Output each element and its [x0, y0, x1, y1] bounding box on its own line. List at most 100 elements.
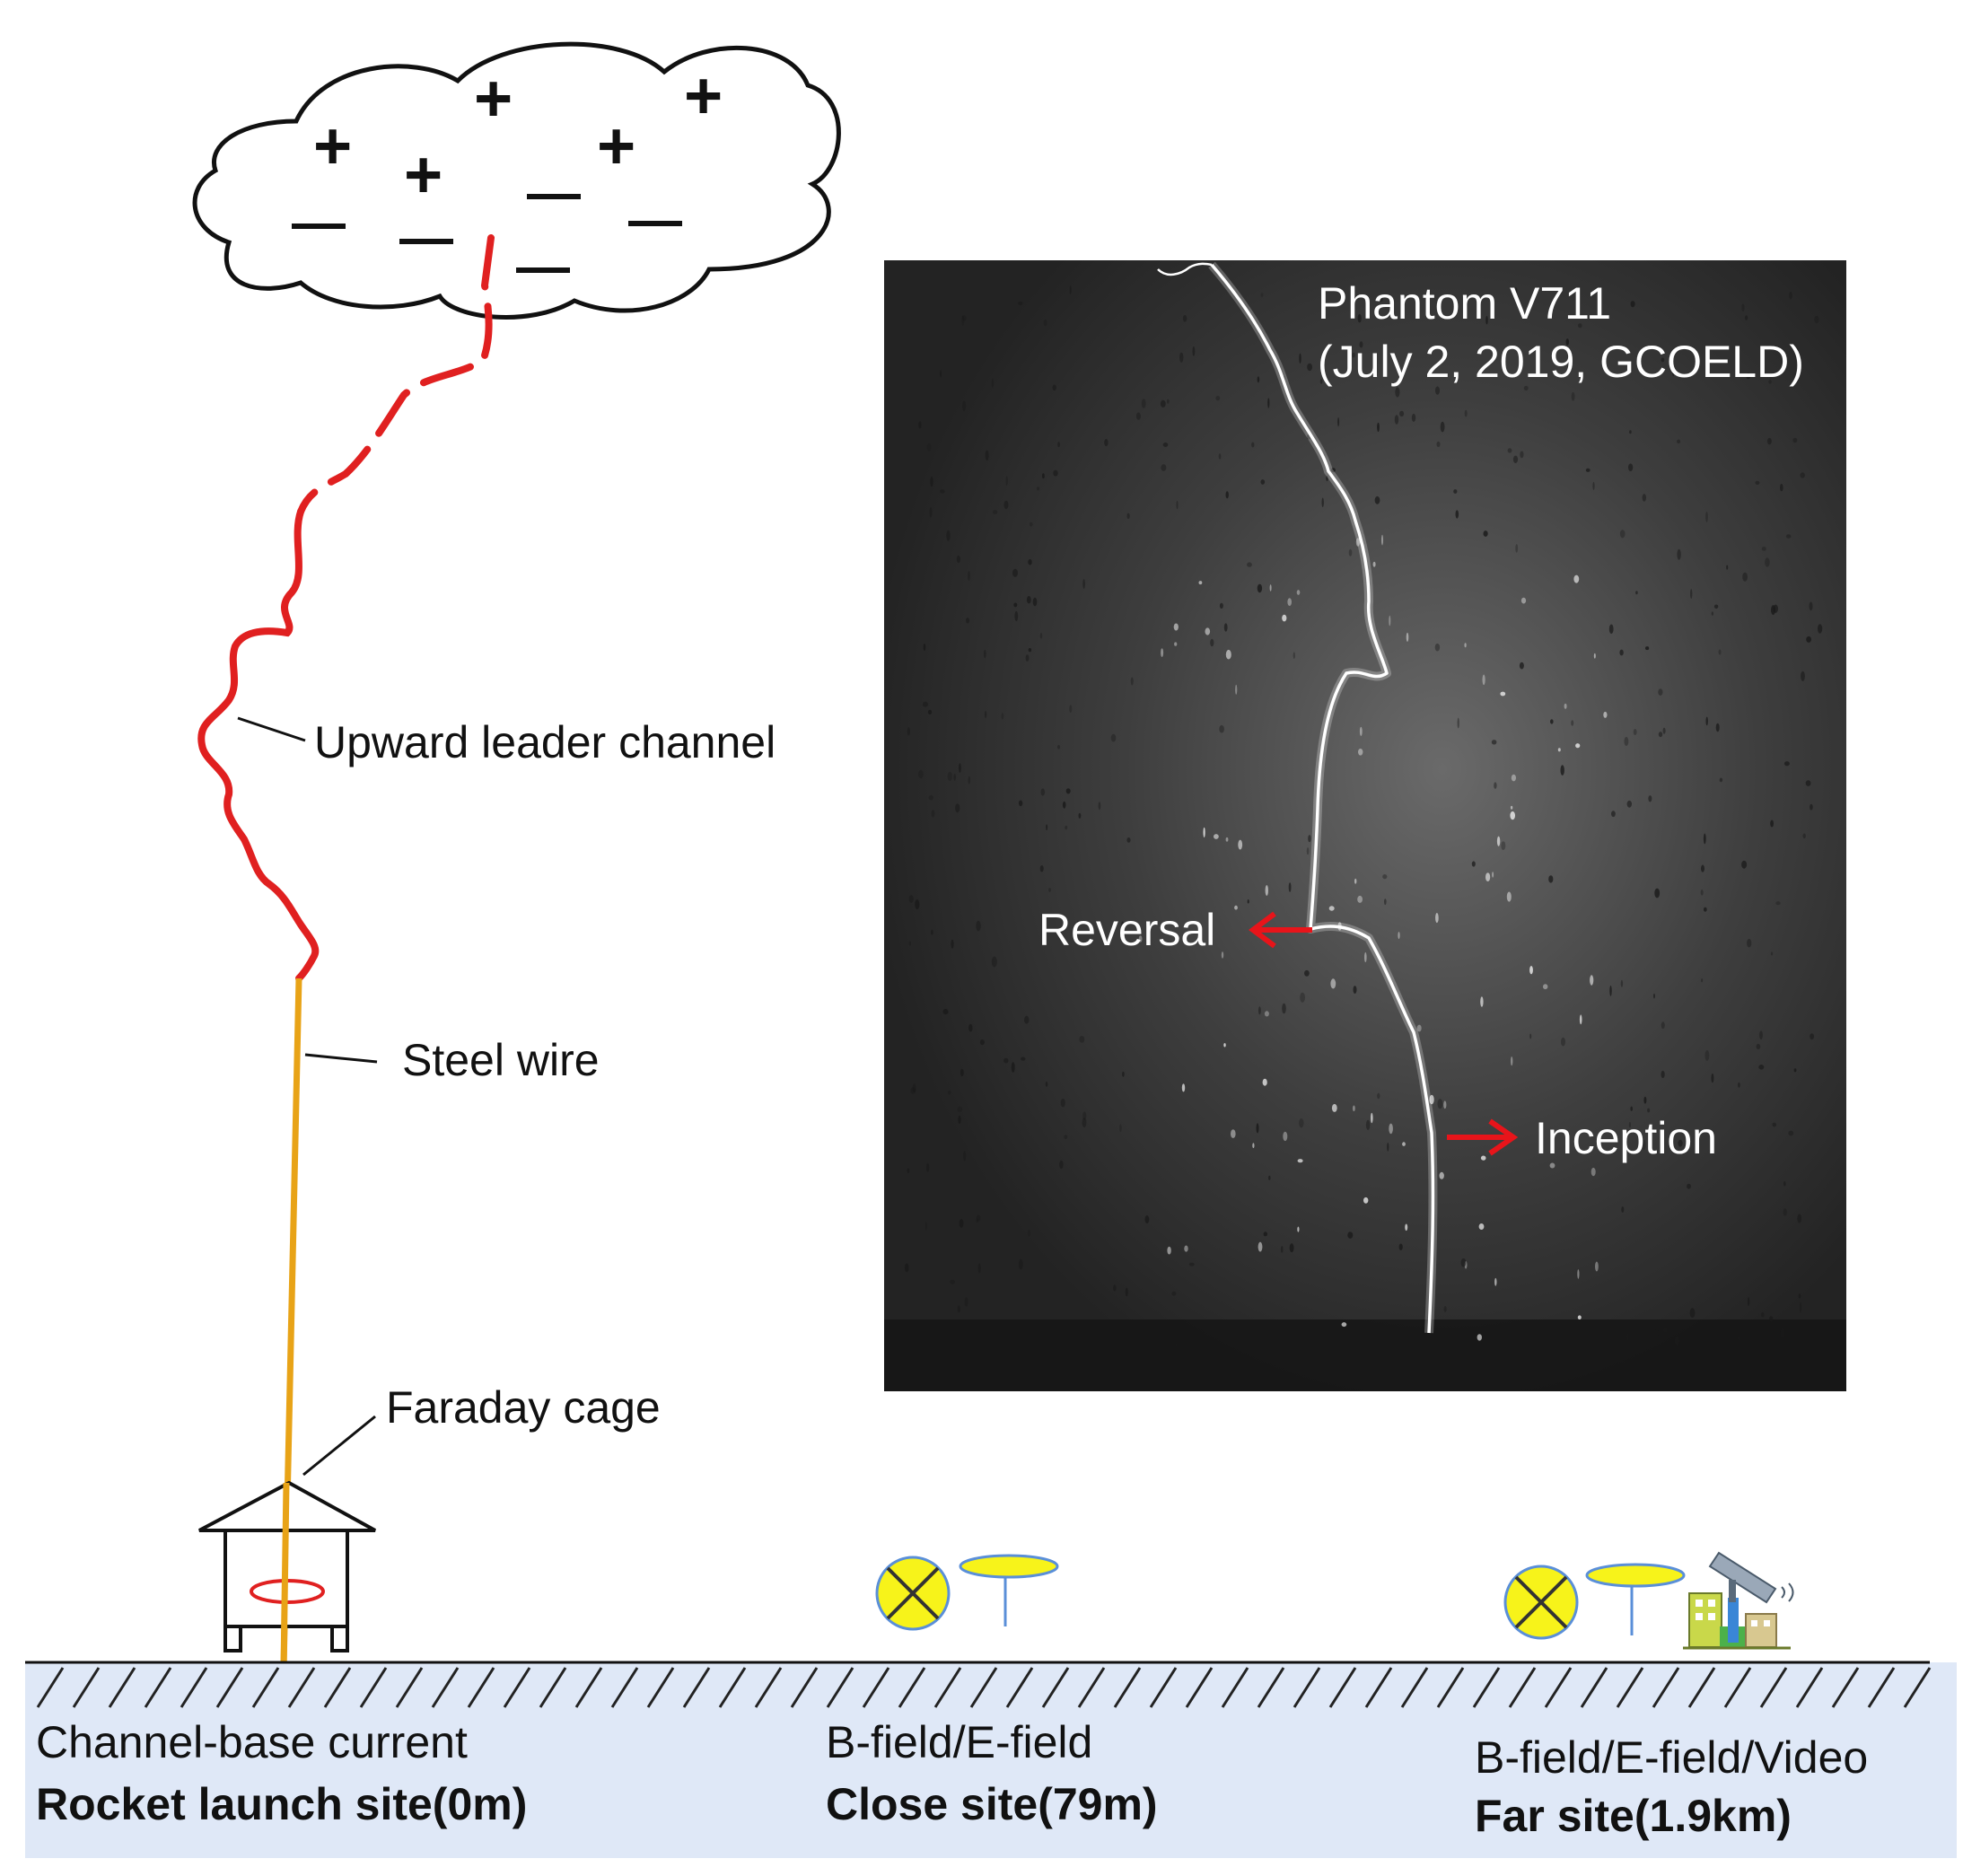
- raindrop: [963, 1151, 967, 1162]
- raindrop: [1738, 1337, 1740, 1341]
- raindrop: [1801, 671, 1805, 681]
- hatch-line: [1652, 1667, 1680, 1708]
- raindrop: [1747, 1297, 1750, 1306]
- raindrop: [1039, 865, 1044, 872]
- site-name: Close site(79m): [826, 1779, 1158, 1829]
- hatch-line: [1795, 1667, 1824, 1708]
- raindrop: [1331, 468, 1336, 473]
- raindrop: [961, 315, 967, 321]
- raindrop: [1252, 1143, 1255, 1149]
- hatch-line: [1041, 1667, 1070, 1708]
- raindrop: [1800, 472, 1805, 478]
- raindrop: [1765, 557, 1770, 567]
- raindrop: [1480, 996, 1484, 1007]
- raindrop: [1130, 677, 1134, 686]
- raindrop: [1647, 1108, 1651, 1113]
- raindrop: [1705, 716, 1708, 726]
- raindrop: [959, 1219, 964, 1228]
- raindrop: [907, 727, 911, 736]
- raindrop: [1059, 1160, 1064, 1170]
- raindrop: [1176, 500, 1179, 510]
- raindrop: [931, 810, 935, 818]
- raindrop: [1043, 319, 1047, 327]
- raindrop: [1359, 341, 1363, 348]
- raindrop: [1500, 691, 1506, 697]
- raindrop: [966, 618, 970, 624]
- raindrop: [1747, 938, 1752, 948]
- raindrop: [1040, 788, 1046, 796]
- raindrop: [1661, 357, 1665, 363]
- raindrop: [1330, 978, 1336, 989]
- raindrop: [1477, 1334, 1483, 1341]
- raindrop: [1464, 643, 1467, 648]
- raindrop: [1573, 574, 1580, 583]
- raindrop: [1626, 1333, 1629, 1341]
- raindrop: [1167, 399, 1170, 404]
- raindrop: [1198, 581, 1203, 585]
- raindrop: [1643, 1096, 1647, 1104]
- raindrop: [1674, 1336, 1680, 1346]
- raindrop: [1770, 951, 1774, 956]
- raindrop: [1491, 740, 1497, 745]
- raindrop: [957, 1106, 963, 1113]
- raindrop: [1223, 623, 1228, 632]
- raindrop: [1677, 439, 1681, 443]
- raindrop: [925, 1222, 927, 1231]
- hatch-line: [1903, 1667, 1932, 1708]
- raindrop: [953, 774, 956, 781]
- raindrop: [1144, 1215, 1150, 1223]
- camera-label: Phantom V711: [1318, 278, 1611, 329]
- hatch-line: [180, 1667, 208, 1708]
- raindrop: [1027, 1230, 1030, 1237]
- faraday-cage-label: Faraday cage: [386, 1382, 661, 1433]
- raindrop: [908, 895, 914, 903]
- raindrop: [961, 315, 965, 326]
- raindrop: [1024, 1015, 1030, 1024]
- raindrop: [1257, 376, 1260, 383]
- raindrop: [1689, 1308, 1696, 1319]
- raindrop: [1799, 1302, 1802, 1313]
- raindrop: [1756, 1043, 1761, 1050]
- raindrop: [1771, 605, 1775, 616]
- raindrop: [1395, 387, 1400, 398]
- hatch-line: [215, 1667, 244, 1708]
- raindrop: [1595, 1261, 1599, 1272]
- high-speed-photo: Phantom V711 (July 2, 2019, GCOELD) Reve…: [884, 260, 1846, 1391]
- raindrop: [1626, 800, 1633, 808]
- hatch-line: [790, 1667, 819, 1708]
- hatch-line: [898, 1667, 926, 1708]
- raindrop: [1104, 439, 1109, 447]
- raindrop: [1455, 510, 1459, 519]
- raindrop: [1082, 579, 1085, 589]
- raindrop: [1561, 1037, 1565, 1047]
- raindrop: [912, 1083, 916, 1093]
- hatch-line: [1293, 1667, 1321, 1708]
- raindrop: [1523, 385, 1529, 391]
- raindrop: [968, 776, 971, 785]
- raindrop: [976, 1214, 981, 1222]
- raindrop: [1258, 1006, 1261, 1015]
- b-field-antenna-icon: [1503, 1565, 1579, 1640]
- raindrop: [1042, 473, 1045, 479]
- raindrop: [1402, 1142, 1406, 1146]
- cloud-minus-sign: —: [399, 207, 453, 267]
- raindrop: [1711, 611, 1713, 616]
- raindrop: [1028, 648, 1032, 653]
- close-site-sensors: [875, 1554, 1059, 1631]
- b-field-antenna-icon: [875, 1556, 951, 1631]
- raindrop: [1381, 534, 1383, 546]
- raindrop: [1263, 1232, 1268, 1237]
- raindrop: [1300, 992, 1305, 1003]
- raindrop: [1377, 1092, 1380, 1100]
- raindrop: [947, 771, 952, 782]
- raindrop: [1046, 824, 1048, 831]
- raindrop: [1511, 774, 1516, 782]
- raindrop: [1435, 913, 1439, 924]
- hatch-line: [1436, 1667, 1465, 1708]
- raindrop: [976, 920, 981, 932]
- raindrop: [1181, 1083, 1186, 1092]
- raindrop: [1394, 415, 1399, 425]
- raindrop: [1654, 1329, 1660, 1337]
- raindrop: [1506, 891, 1512, 902]
- raindrop: [1057, 744, 1060, 750]
